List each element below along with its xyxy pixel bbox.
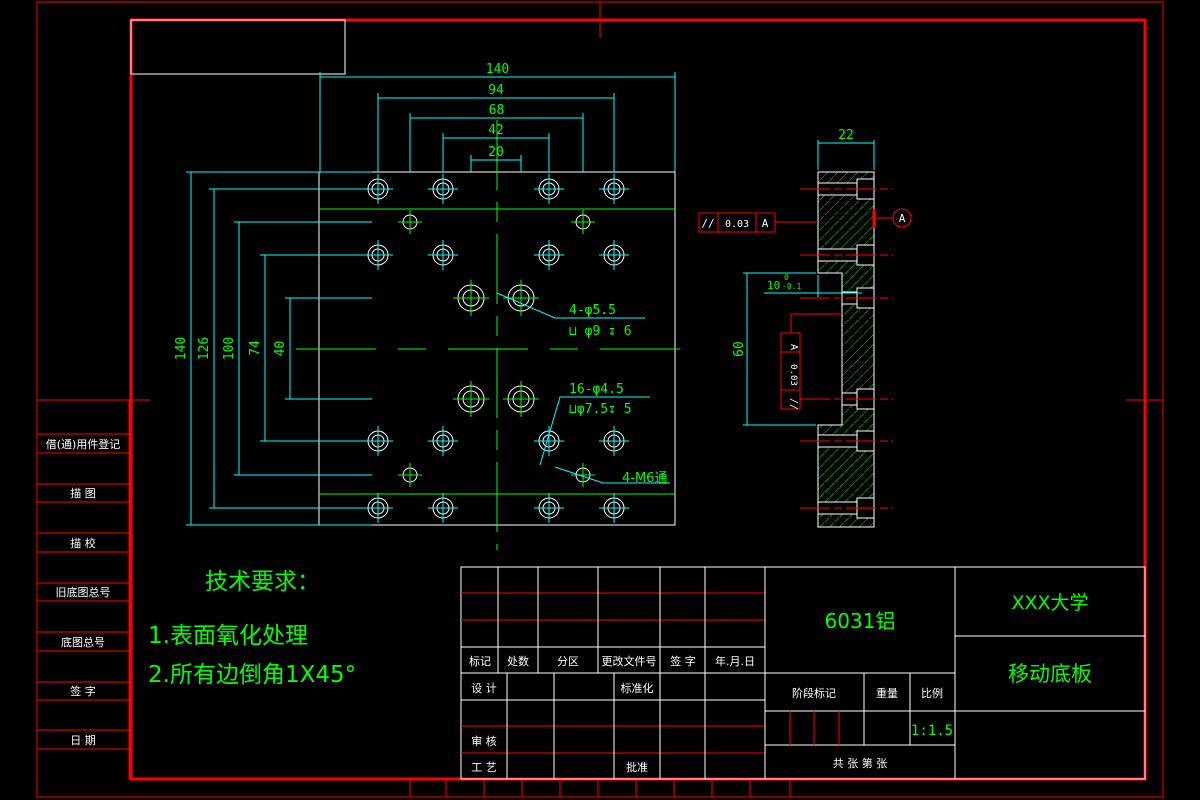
title-block-header: 签 字	[670, 654, 696, 668]
hole	[599, 174, 629, 204]
school-name: XXX大学	[1011, 592, 1088, 614]
parallelism-frame-1: // 0.03 A	[698, 212, 818, 233]
dim-vertical: 74	[248, 340, 263, 356]
hole	[453, 280, 489, 316]
title-block-header: 更改文件号	[602, 654, 657, 668]
tech-requirements-title: 技术要求：	[205, 569, 320, 595]
hole	[363, 174, 393, 204]
dim-vertical: 40	[273, 341, 288, 357]
part-name: 移动底板	[1008, 662, 1092, 686]
svg-text:A: A	[762, 217, 769, 230]
hole	[428, 240, 458, 270]
svg-text://: //	[788, 398, 799, 410]
datum-symbol	[892, 208, 912, 228]
dim-horizontal: 94	[488, 83, 504, 98]
callout-thread: 4-M6通	[622, 471, 667, 486]
hole	[503, 381, 539, 417]
scale-value: 1:1.5	[911, 723, 953, 739]
label-process: 工 艺	[471, 761, 497, 774]
label-approve: 批准	[626, 760, 648, 774]
callout-counterbore-2: 16-φ4.5	[569, 382, 624, 397]
label-standardize: 标准化	[621, 681, 654, 695]
left-strip-label: 签 字	[70, 684, 96, 698]
reverse-title-box	[130, 19, 346, 75]
label-review: 审 核	[471, 734, 497, 748]
hole	[398, 210, 422, 234]
hole	[363, 240, 393, 270]
callout-counterbore-1-depth: ⊔ φ9 ↧ 6	[569, 324, 632, 339]
hole	[363, 493, 393, 523]
dim-step-tol-upper: 0	[784, 273, 789, 282]
tech-requirement-2: 2.所有边倒角1X45°	[148, 662, 356, 688]
parallelism-frame-2: A 0.03 //	[780, 313, 842, 410]
top-view: 140 94 68 42 20 140 126 100 74 40 4-φ5.5 ⊔ φ9 ↧ 6…	[174, 62, 700, 550]
dim-horizontal: 140	[486, 62, 509, 77]
left-strip-label: 借(通)用件登记	[46, 437, 121, 451]
dim-step-tol-lower: -0.1	[782, 282, 801, 291]
hole	[599, 426, 629, 456]
dim-horizontal: 42	[488, 123, 504, 138]
dim-horizontal: 68	[489, 103, 505, 118]
hole	[428, 174, 458, 204]
dim-vertical: 140	[174, 337, 189, 360]
label-scale: 比例	[921, 686, 943, 700]
left-strip-label: 描 校	[70, 536, 96, 550]
label-weight: 重量	[876, 686, 898, 700]
hole	[534, 426, 564, 456]
left-strip-label: 描 图	[70, 486, 96, 500]
left-strip-label: 底图总号	[61, 635, 105, 649]
hole	[571, 210, 595, 234]
section-profile	[817, 171, 875, 528]
svg-text:0.03: 0.03	[725, 219, 749, 230]
label-stage-mark: 阶段标记	[792, 686, 836, 700]
svg-text://: //	[701, 217, 714, 230]
material: 6031铝	[825, 609, 896, 633]
hole	[599, 240, 629, 270]
hole	[428, 426, 458, 456]
hole	[428, 493, 458, 523]
hole	[534, 174, 564, 204]
datum-label: A	[899, 212, 906, 225]
label-design: 设 计	[471, 682, 497, 695]
hole	[363, 426, 393, 456]
title-block	[460, 566, 1146, 780]
dim-horizontal: 20	[488, 145, 504, 160]
title-block-header: 标记	[469, 654, 491, 668]
hole	[398, 463, 422, 487]
dim-vertical: 126	[197, 337, 212, 360]
hole	[534, 240, 564, 270]
left-strip-label: 日 期	[70, 734, 96, 747]
left-strip-label: 旧底图总号	[56, 585, 111, 599]
hole	[571, 463, 595, 487]
title-block-header: 处数	[507, 655, 529, 668]
left-strip	[36, 399, 131, 779]
sheet-count: 共 张 第 张	[833, 756, 888, 770]
hole	[599, 493, 629, 523]
callout-counterbore-2-depth: ⊔φ7.5↧ 5	[569, 402, 632, 417]
title-block-header: 年.月.日	[715, 654, 755, 668]
tech-requirement-1: 1.表面氧化处理	[148, 623, 308, 649]
svg-text:A: A	[788, 344, 799, 350]
dim-step-depth: 10	[767, 279, 780, 292]
callout-counterbore-1: 4-φ5.5	[569, 303, 616, 318]
side-view: 22 60 10 0 -0.1 A // 0.03 A A 0.03 //	[698, 128, 912, 528]
title-block-header: 分区	[557, 655, 579, 668]
dim-step-height: 60	[732, 341, 747, 357]
hole	[534, 493, 564, 523]
dim-vertical: 100	[222, 337, 237, 360]
dim-thickness: 22	[838, 128, 854, 143]
svg-text:0.03: 0.03	[788, 364, 798, 386]
hole	[453, 381, 489, 417]
